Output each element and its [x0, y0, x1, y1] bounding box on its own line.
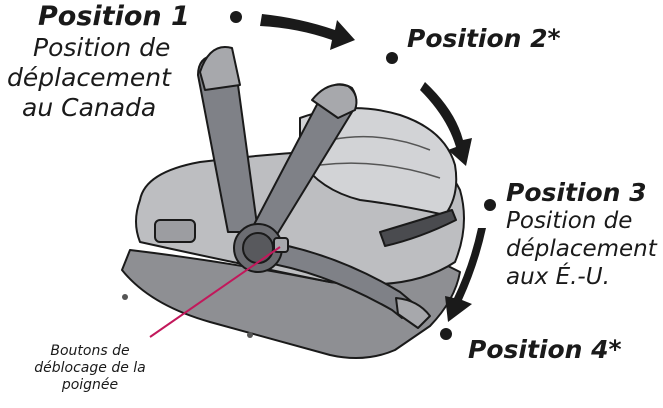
position-3-line-2: déplacement — [506, 238, 657, 261]
position-1-line-3: au Canada — [22, 95, 156, 120]
position-3-line-3: aux É.-U. — [506, 266, 610, 289]
position-1-line-1: Position de — [33, 35, 170, 60]
marker-position-4 — [440, 328, 452, 340]
position-1-title: Position 1 — [38, 3, 190, 30]
position-3-title: Position 3 — [506, 180, 647, 205]
callout-caption: Boutons de déblocage de la poignée — [15, 343, 165, 393]
position-3-line-1: Position de — [506, 210, 632, 233]
callout-line-1: Boutons de — [15, 343, 165, 360]
side-latch — [155, 220, 195, 242]
marker-position-1 — [230, 11, 242, 23]
position-4-title: Position 4* — [468, 337, 622, 362]
position-1-line-2: déplacement — [7, 65, 171, 90]
marker-position-2 — [386, 52, 398, 64]
marker-position-3 — [484, 199, 496, 211]
callout-line-3: poignée — [15, 377, 165, 394]
arrow-1-to-2 — [260, 14, 355, 50]
position-2-title: Position 2* — [407, 26, 561, 51]
callout-line-2: déblocage de la — [15, 360, 165, 377]
